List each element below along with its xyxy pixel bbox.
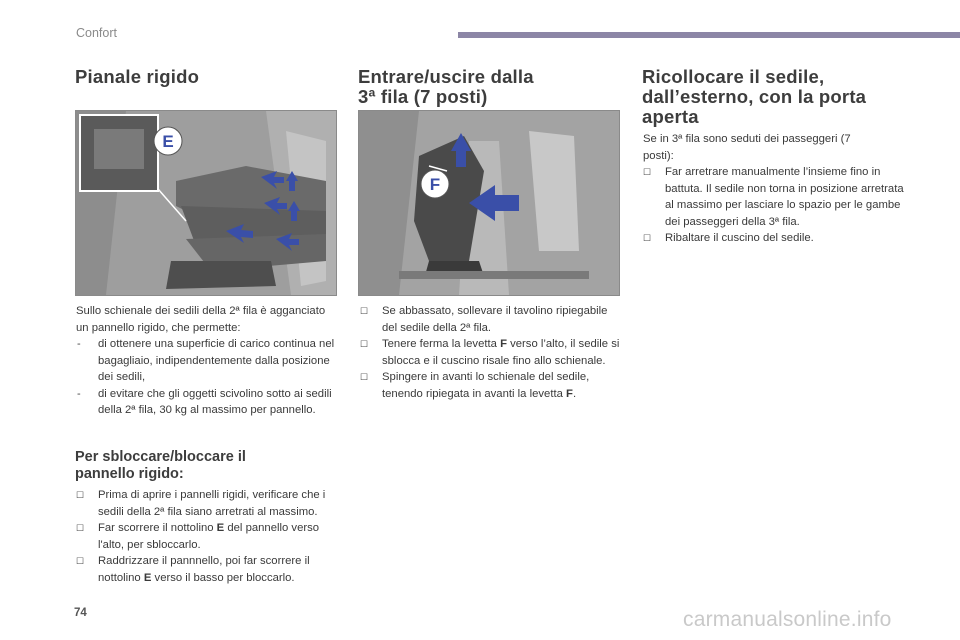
checkbox-bullet-icon: ☐ bbox=[76, 490, 85, 500]
checkbox-bullet-icon: ☐ bbox=[76, 556, 85, 566]
checkbox-bullet-icon: ☐ bbox=[360, 339, 369, 349]
ricollocare-text: Se in 3ª fila sono seduti dei passeggeri… bbox=[643, 131, 905, 247]
page-number: 74 bbox=[74, 607, 87, 619]
ricollocare-intro: Se in 3ª fila sono seduti dei passeggeri… bbox=[643, 133, 851, 162]
section-title: Pianale rigido bbox=[75, 66, 200, 87]
section-title: Ricollocare il sedile, dall’esterno, con… bbox=[642, 66, 867, 127]
watermark: carmanualsonline.info bbox=[683, 608, 892, 631]
entrare-steps: ☐Se abbassato, sollevare il tavolino rip… bbox=[360, 303, 622, 402]
list-item: -di ottenere una superficie di carico co… bbox=[77, 338, 335, 383]
list-item: ☐Tenere ferma la levetta F verso l’alto,… bbox=[360, 338, 620, 367]
pianale-bullet-list: -di ottenere una superficie di carico co… bbox=[76, 336, 340, 419]
list-item: ☐Far scorrere il nottolino E del pannell… bbox=[76, 522, 320, 551]
list-item: ☐Spingere in avanti lo schienale del sed… bbox=[360, 371, 590, 400]
sblocco-steps: ☐Prima di aprire i pannelli rigidi, veri… bbox=[76, 487, 340, 586]
figure-label-f: F bbox=[430, 175, 440, 194]
list-item: ☐Far arretrare manualmente l’insieme fin… bbox=[643, 166, 904, 228]
subsection-title: Per sbloccare/bloccare il pannello rigid… bbox=[75, 449, 246, 482]
checkbox-bullet-icon: ☐ bbox=[360, 372, 369, 382]
header-accent-bar bbox=[458, 32, 960, 38]
pianale-text: Sullo schienale dei sedili della 2ª fila… bbox=[76, 303, 340, 419]
figure-rigid-panel: E bbox=[75, 110, 337, 296]
checkbox-bullet-icon: ☐ bbox=[643, 167, 652, 177]
checkbox-bullet-icon: ☐ bbox=[76, 523, 85, 533]
dash-marker: - bbox=[77, 338, 81, 350]
dash-marker: - bbox=[77, 387, 81, 400]
list-item: ☐Ribaltare il cuscino del sedile. bbox=[643, 230, 905, 247]
list-item: ☐Se abbassato, sollevare il tavolino rip… bbox=[360, 305, 608, 334]
list-item: ☐Prima di aprire i pannelli rigidi, veri… bbox=[76, 489, 326, 518]
figure-label-e: E bbox=[162, 132, 173, 151]
pianale-intro: Sullo schienale dei sedili della 2ª fila… bbox=[76, 305, 326, 334]
checkbox-bullet-icon: ☐ bbox=[643, 233, 652, 243]
list-item: -di evitare che gli oggetti scivolino so… bbox=[77, 387, 332, 417]
section-title: Entrare/uscire dalla 3ª fila (7 posti) bbox=[358, 66, 534, 107]
checkbox-bullet-icon: ☐ bbox=[360, 306, 369, 316]
header-section: Confort bbox=[76, 26, 117, 40]
list-item: ☐Raddrizzare il pannnello, poi far scorr… bbox=[76, 555, 310, 584]
figure-seat-access: F bbox=[358, 110, 620, 296]
